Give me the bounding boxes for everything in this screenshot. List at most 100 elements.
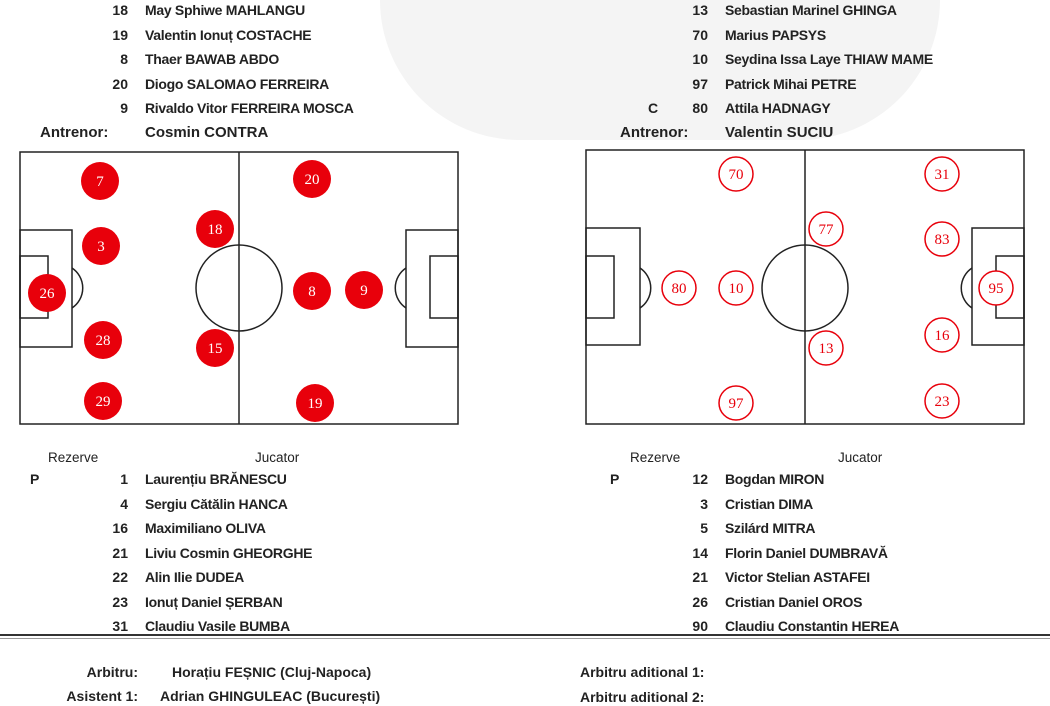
row-player-name: Attila HADNAGY [725,100,831,116]
row-player-name: Sebastian Marinel GHINGA [725,2,897,18]
referee: Horațiu FEȘNIC (Cluj-Napoca) [172,664,372,680]
row-player-name: Szilárd MITRA [725,520,816,536]
home-player-marker-number: 3 [97,239,105,255]
away-player-marker [718,385,754,421]
home-player-marker [196,210,234,248]
row-player-name: Alin Ilie DUDEA [145,569,244,585]
row-player-name: Seydina Issa Laye THIAW MAME [725,51,933,67]
home-player-marker [28,274,66,312]
row-number: 16 [112,520,128,536]
row-number: 14 [692,544,708,561]
row-player-name: Rivaldo Vitor FERREIRA MOSCA [145,100,354,116]
home-player-marker [84,382,122,420]
home-player-marker-number: 19 [308,396,323,412]
away-player-marker [718,270,754,306]
away-player-marker-number: 80 [672,281,687,297]
row-number: 19 [112,26,128,43]
home-player-marker-number: 28 [96,333,111,349]
row-number: 10 [692,51,708,67]
row-number: 13 [692,2,708,18]
row-number: 97 [692,75,708,92]
row-player-name: Valentin Ionuț COSTACHE [145,26,312,43]
row-number: 20 [112,75,128,92]
home-player-marker [293,160,331,198]
row-player-name: Sergiu Cătălin HANCA [145,495,288,512]
row-number: 21 [692,569,708,585]
away-player-marker-number: 77 [819,222,835,238]
row-player-name: Claudiu Constantin HEREA [725,618,900,634]
home-coach-label: Antrenor: [40,124,109,141]
away-player-marker-number: 95 [989,281,1004,297]
home-player-marker [81,162,119,200]
row-number: 12 [692,471,708,487]
home-player-marker [293,272,331,310]
away-player-marker [808,330,844,366]
row-player-name: Ionuț Daniel ȘERBAN [145,593,283,610]
row-number: 31 [112,618,128,634]
row-tag: P [30,471,40,487]
row-player-name: Victor Stelian ASTAFEI [725,569,870,585]
assistant1-label: Asistent 1: [66,688,138,704]
away-coach: Valentin SUCIU [725,124,834,141]
watermark [380,0,940,140]
home-player-marker [296,384,334,422]
home-player-marker [345,271,383,309]
home-player-marker [196,329,234,367]
away-player-marker [924,317,960,353]
row-player-name: Bogdan MIRON [725,471,825,487]
home-player-header: Jucator [255,450,300,465]
row-tag: P [610,471,620,487]
home-player-marker-number: 20 [305,172,320,188]
home-player-marker-number: 9 [360,283,368,299]
home-coach: Cosmin CONTRA [145,124,269,141]
row-number: 9 [120,100,128,116]
row-number: 8 [120,51,128,67]
away-player-marker [661,270,697,306]
away-player-marker-number: 13 [819,341,834,357]
row-number: 22 [112,569,128,585]
home-player-marker-number: 8 [308,284,316,300]
home-player-marker [82,227,120,265]
home-reserves-header: Rezerve [48,450,99,465]
row-player-name: Cristian Daniel OROS [725,593,863,610]
away-player-marker-number: 10 [729,281,744,297]
row-player-name: May Sphiwe MAHLANGU [145,2,305,18]
row-player-name: Diogo SALOMAO FERREIRA [145,75,329,92]
row-player-name: Laurențiu BRĂNESCU [145,471,287,487]
away-player-marker-number: 16 [935,328,951,344]
home-player-marker-number: 26 [40,286,56,302]
row-tag: C [648,100,659,116]
away-player-marker-number: 83 [935,232,950,248]
row-player-name: Thaer BAWAB ABDO [145,51,279,67]
away-player-marker-number: 97 [729,396,745,412]
away-player-marker [924,156,960,192]
additional-referee-1-label: Arbitru aditional 1: [580,664,705,680]
home-player-marker-number: 7 [96,174,104,190]
away-player-marker [978,270,1014,306]
row-player-name: Liviu Cosmin GHEORGHE [145,544,313,561]
additional-referee-2-label: Arbitru aditional 2: [580,689,705,705]
home-player-marker-number: 18 [208,222,223,238]
away-player-marker [808,211,844,247]
row-number: 23 [112,593,128,610]
home-player-marker-number: 29 [96,394,111,410]
row-player-name: Claudiu Vasile BUMBA [145,618,290,634]
row-player-name: Florin Daniel DUMBRAVĂ [725,544,888,561]
row-number: 80 [692,100,708,116]
home-player-marker-number: 15 [208,341,223,357]
row-number: 5 [700,520,708,536]
row-number: 3 [700,495,708,512]
row-number: 21 [112,544,128,561]
row-number: 4 [120,495,128,512]
row-number: 90 [692,618,708,634]
row-player-name: Cristian DIMA [725,495,813,512]
away-player-marker-number: 23 [935,394,950,410]
row-player-name: Maximiliano OLIVA [145,520,266,536]
away-player-marker [924,221,960,257]
assistant1: Adrian GHINGULEAC (București) [160,688,381,704]
row-player-name: Patrick Mihai PETRE [725,75,857,92]
away-player-header: Jucator [838,450,883,465]
row-number: 70 [692,26,708,43]
row-number: 1 [120,471,128,487]
